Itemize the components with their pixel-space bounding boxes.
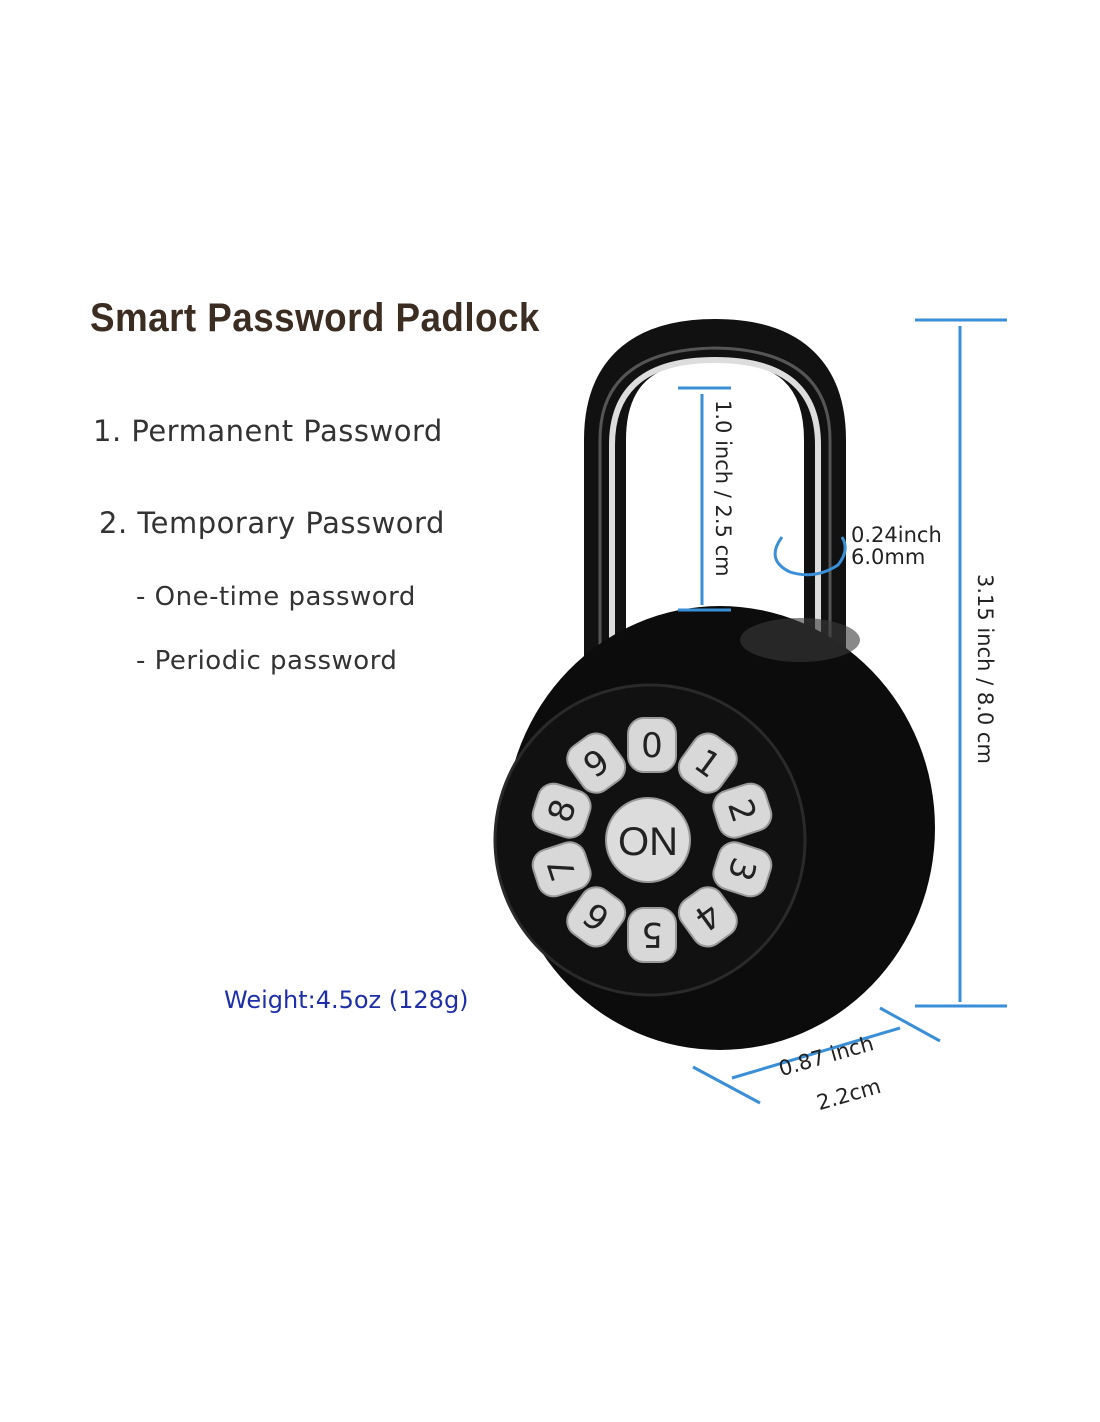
shackle-clearance-label: 1.0 inch / 2.5 cm bbox=[711, 400, 735, 577]
weight-label: Weight:4.5oz (128g) bbox=[224, 986, 469, 1014]
on-button[interactable]: ON bbox=[605, 797, 691, 883]
key-label: 0 bbox=[641, 726, 663, 766]
feature-permanent-password: 1. Permanent Password bbox=[93, 414, 443, 448]
key-label: 5 bbox=[641, 914, 663, 954]
shackle-diameter-inch-label: 0.24inch bbox=[851, 523, 942, 547]
key-7[interactable]: 7 bbox=[529, 838, 595, 900]
sub-feature-one-time: - One-time password bbox=[136, 582, 416, 612]
key-6[interactable]: 6 bbox=[561, 881, 632, 953]
on-button-label: ON bbox=[618, 820, 678, 864]
shackle bbox=[584, 318, 846, 700]
key-1[interactable]: 1 bbox=[673, 727, 744, 799]
key-9[interactable]: 9 bbox=[561, 727, 632, 799]
sub-feature-periodic: - Periodic password bbox=[136, 646, 398, 676]
key-4[interactable]: 4 bbox=[673, 881, 744, 953]
key-3[interactable]: 3 bbox=[709, 838, 775, 900]
key-8[interactable]: 8 bbox=[529, 779, 595, 841]
dimension-lines bbox=[678, 318, 1007, 1105]
page-title: Smart Password Padlock bbox=[90, 296, 540, 340]
shackle-diameter-mm-label: 6.0mm bbox=[851, 545, 926, 569]
height-label: 3.15 inch / 8.0 cm bbox=[973, 574, 997, 764]
key-5[interactable]: 5 bbox=[627, 907, 677, 963]
key-0[interactable]: 0 bbox=[627, 717, 677, 773]
key-2[interactable]: 2 bbox=[709, 779, 775, 841]
feature-temporary-password: 2. Temporary Password bbox=[99, 506, 445, 540]
